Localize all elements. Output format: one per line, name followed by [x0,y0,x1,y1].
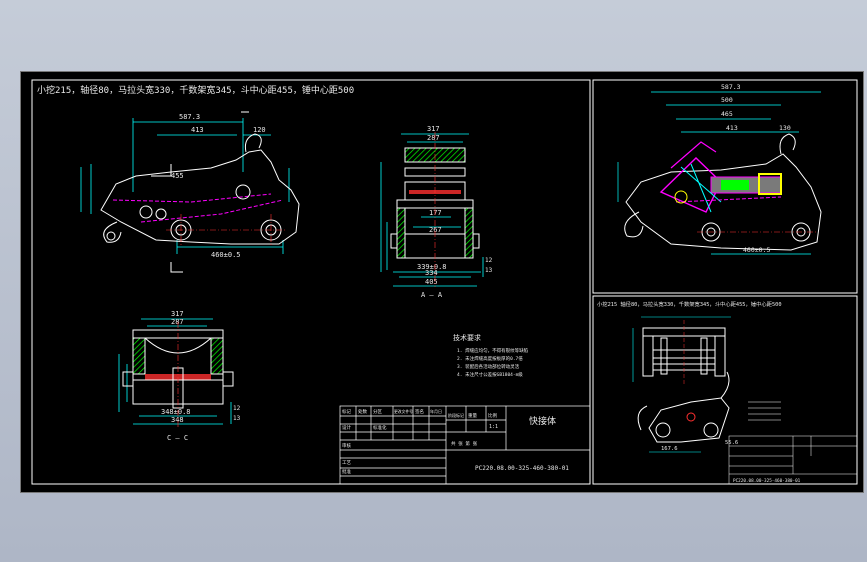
tech-req-item-4: 4. 未注尺寸公差按GB1804-m级 [457,371,523,378]
right-top-assembly: 587.3 500 465 413 130 460±0.5 [617,83,822,255]
tb-cell-stage: 阶段标记 [448,412,464,418]
tech-req-item-1: 1. 焊缝应均匀，不得有裂纹等缺陷 [457,347,529,354]
cad-drawing-canvas: 小挖215，轴径80，马拉头宽330，千数架宽345，斗中心距455，锤中心距5… [31,79,858,485]
tb-cell-approve: 批准 [342,468,351,475]
drawing-sheet: 小挖215，轴径80，马拉头宽330，千数架宽345，斗中心距455，锤中心距5… [20,71,864,493]
technical-requirements: 技术要求 1. 焊缝应均匀，不得有裂纹等缺陷 2. 未注焊缝高度按板厚的0.7倍… [453,333,529,378]
cc-dim-287: 287 [171,318,184,326]
aa-dim-405: 405 [425,278,438,286]
main-title: 小挖215，轴径80，马拉头宽330，千数架宽345，斗中心距455，锤中心距5… [37,84,354,96]
right-bottom-frame [592,295,858,485]
tb-cell-scale: 比例 [488,412,497,419]
tb-part-name: 快接体 [529,415,556,427]
section-aa: 317 287 177 267 12 13 339±0.8 334 405 A … [380,125,493,299]
cc-dim-348b: 348 [171,416,184,424]
rb-title: 小挖215 轴径80，马拉头宽330，千数架宽345，斗中心距455，锤中心距5… [597,300,782,308]
tb-drawing-no: PC220.08.00-325-460-380-01 [475,465,569,472]
tb-cell-weight: 重量 [468,412,477,419]
aa-dim-339: 339±0.8 [417,263,447,271]
rt-dim-460: 460±0.5 [743,246,770,254]
tb-cell-zone: 分区 [373,408,382,415]
aa-dim-267: 267 [429,226,442,234]
rb-drawing-no: PC220.08.00-325-460-380-01 [733,478,801,484]
section-cc: 317 287 348±0.8 348 12 13 C — C [118,310,241,442]
dim-455: 455 [171,172,184,180]
dim-460: 460±0.5 [211,251,241,259]
tb-cell-mark: 标记 [342,408,351,415]
cc-dim-348a: 348±0.8 [161,408,191,416]
tb-cell-design: 设计 [342,424,351,431]
section-aa-label: A — A [421,291,443,299]
tb-scale-value: 1:1 [489,424,498,430]
tb-cell-count: 处数 [358,408,367,415]
tb-cell-process: 工艺 [342,460,351,466]
rt-dim-587: 587.3 [721,83,741,91]
aa-dim-287: 287 [427,134,440,142]
rb-dim-167: 167.6 [661,446,678,452]
title-block [339,405,591,485]
section-cc-label: C — C [167,434,188,442]
tech-req-item-3: 3. 装配后各活动部位转动灵活 [457,363,520,370]
tb-cell-change: 更改文件号 [394,409,413,414]
tech-req-item-2: 2. 未注焊缝高度按板厚的0.7倍 [457,355,523,362]
aa-dim-12: 12 [485,257,493,264]
aa-dim-13: 13 [485,267,493,274]
front-view: 587.3 413 120 455 460±0.5 [80,111,300,273]
main-frame [31,79,591,485]
rt-dim-413: 413 [726,124,738,132]
rb-dim-55: 55.6 [725,440,738,446]
tb-cell-standard: 标准化 [373,424,387,431]
rt-dim-130: 130 [779,124,791,132]
tb-cell-review: 审核 [342,442,351,449]
dim-587: 587.3 [179,113,200,121]
title-block-text: 标记 处数 分区 更改文件号 签名 年月日 设计 标准化 阶段标记 重量 比例 … [342,408,569,475]
dim-120: 120 [253,126,266,134]
rt-dim-500: 500 [721,96,733,104]
tb-cell-sign: 签名 [415,408,424,415]
aa-dim-334: 334 [425,269,438,277]
right-bottom-sheet: 小挖215 轴径80，马拉头宽330，千数架宽345，斗中心距455，锤中心距5… [597,300,858,485]
rt-dim-465: 465 [721,110,733,118]
tb-cell-date: 年月日 [430,408,442,414]
tech-req-heading: 技术要求 [453,333,481,342]
right-top-frame [592,79,858,294]
aa-dim-177: 177 [429,209,442,217]
aa-dim-317: 317 [427,125,440,133]
cc-dim-12: 12 [233,405,241,412]
cc-dim-317: 317 [171,310,184,318]
tb-cell-sheets: 共 张 第 张 [451,440,478,447]
cc-dim-13: 13 [233,415,241,422]
dim-413: 413 [191,126,204,134]
